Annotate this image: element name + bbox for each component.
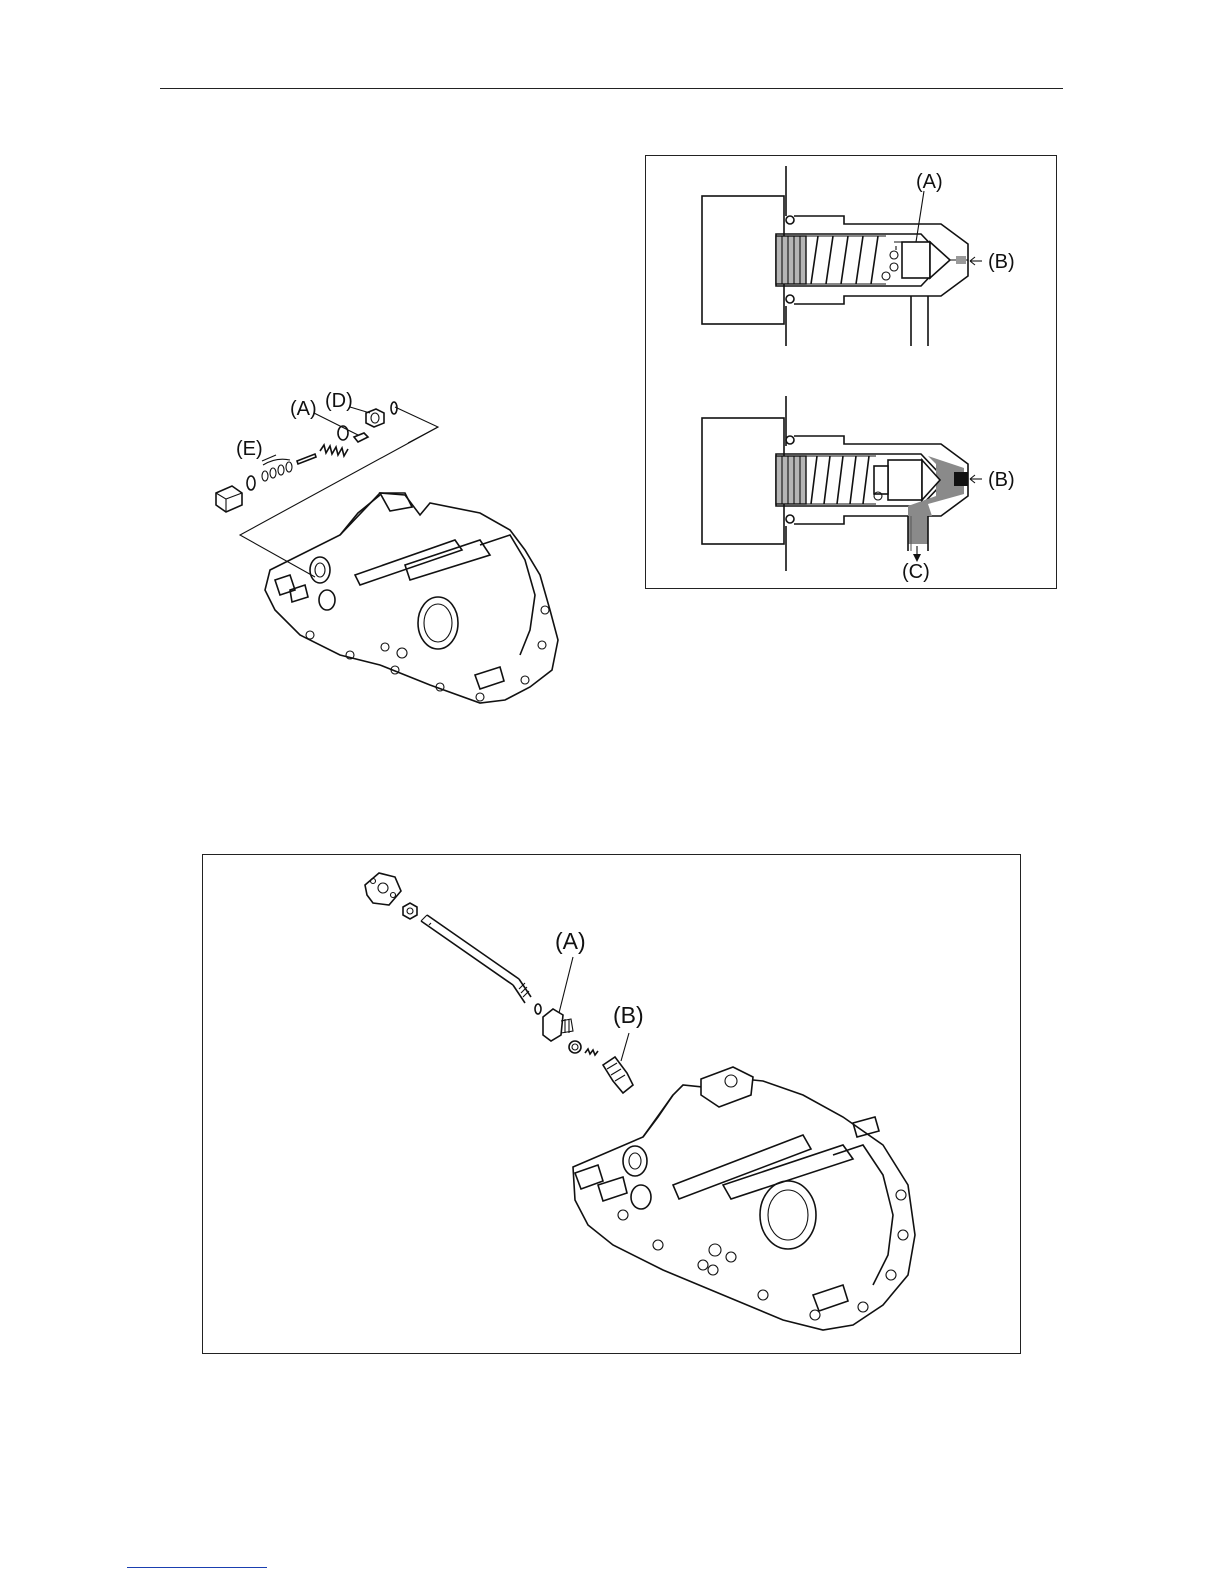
- label-b: (B): [613, 1002, 644, 1028]
- label-b-bottom: (B): [988, 469, 1015, 491]
- label-a: (A): [555, 928, 586, 954]
- label-a: (A): [290, 398, 317, 420]
- section-open: [702, 396, 982, 571]
- leader-d: [350, 407, 370, 413]
- exploded-view-large-panel: (A) (B): [202, 854, 1021, 1354]
- poppet-a-bottom: [888, 460, 922, 500]
- label-a: (A): [916, 171, 943, 193]
- o-ring: [247, 476, 255, 490]
- adjuster-rod: [421, 915, 531, 1003]
- spring: [585, 1049, 598, 1055]
- valve-housing-large: [573, 1067, 915, 1330]
- leader-b: [621, 1033, 629, 1061]
- label-c: (C): [902, 561, 930, 583]
- label-e: (E): [236, 438, 263, 460]
- leader-a: [559, 957, 573, 1013]
- header-rule: [160, 88, 1063, 89]
- leader-branch: [408, 427, 438, 443]
- section-closed: [702, 166, 982, 346]
- housing-block-bottom: [702, 418, 784, 544]
- housing-block-top: [702, 196, 784, 324]
- spring-part: [320, 445, 348, 456]
- washer: [569, 1041, 581, 1053]
- poppet-a-top: [902, 242, 930, 278]
- adjuster-knob: [365, 873, 401, 905]
- nut-d: [366, 409, 384, 427]
- shims-e: [262, 459, 292, 481]
- valve-body-a: [543, 1009, 573, 1041]
- valve-housing: [265, 493, 558, 703]
- leader-a: [314, 413, 358, 435]
- o-ring: [535, 1004, 541, 1014]
- lock-nut: [403, 903, 417, 919]
- pin-part: [297, 454, 316, 464]
- label-b-top: (B): [988, 251, 1015, 273]
- plug-part: [216, 486, 242, 512]
- label-d: (D): [325, 390, 353, 412]
- exploded-view-small: (A) (D) (E): [180, 385, 580, 715]
- relief-valve-sections: (A) (B) (B) (C): [646, 156, 1056, 588]
- exploded-view-large: (A) (B): [203, 855, 1020, 1353]
- relief-valve-panel: (A) (B) (B) (C): [645, 155, 1057, 589]
- footer-link-rule: [127, 1567, 267, 1568]
- plug-b: [603, 1057, 633, 1093]
